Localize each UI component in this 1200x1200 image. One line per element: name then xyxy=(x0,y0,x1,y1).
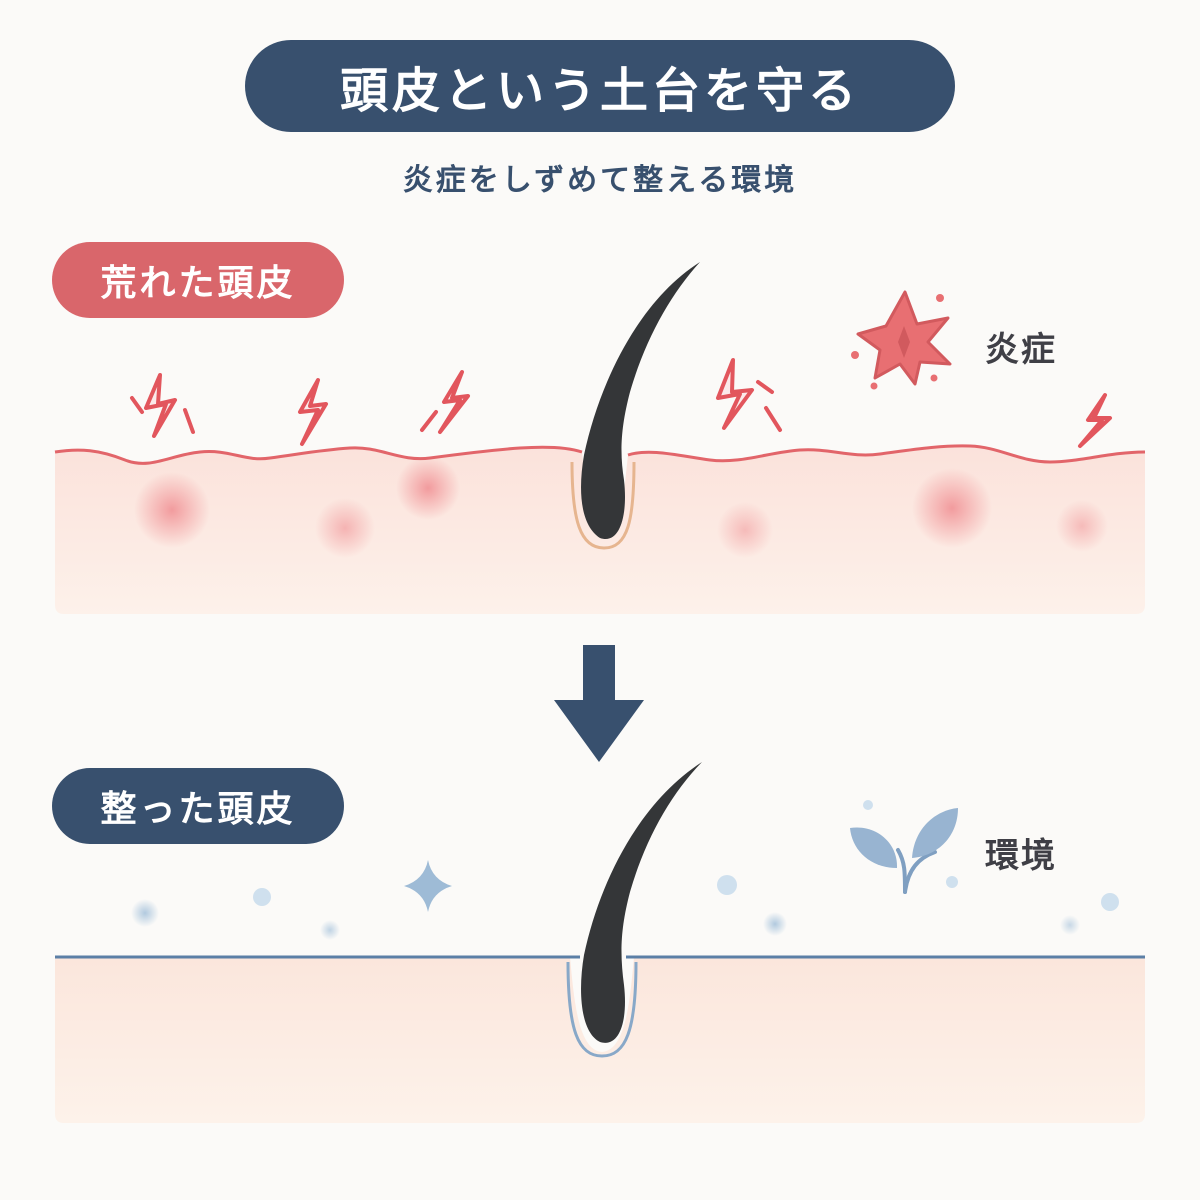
page-subtitle: 炎症をしずめて整える環境 xyxy=(402,163,798,198)
bolt-icon xyxy=(1078,393,1112,448)
inflammation-burst-icon xyxy=(851,290,952,390)
inflammation-label: 炎症 xyxy=(985,330,1057,370)
environment-label: 環境 xyxy=(985,836,1057,876)
irritation-bolt-icons xyxy=(130,358,1112,448)
healthy-scalp-label: 整った頭皮 xyxy=(52,768,344,844)
healthy-skin-layer xyxy=(55,957,1145,1123)
healthy-scalp-panel xyxy=(55,762,1145,1123)
calm-particles xyxy=(131,800,1119,940)
healthy-hair-follicle xyxy=(566,961,638,1058)
rough-scalp-label: 荒れた頭皮 xyxy=(52,242,344,318)
leaf-sprout-icon xyxy=(850,808,958,894)
rough-skin-layer xyxy=(55,445,1145,614)
bolt-icon xyxy=(438,370,470,434)
rough-scalp-panel xyxy=(54,262,1146,614)
rough-hair-follicle xyxy=(570,461,636,550)
bolt-icon xyxy=(716,358,754,430)
sparkle-icon xyxy=(404,860,452,912)
bolt-icon xyxy=(144,373,177,438)
page-title: 頭皮という土台を守る xyxy=(245,40,955,132)
inflamed-spots xyxy=(134,456,1108,558)
bolt-icon xyxy=(298,378,328,446)
rough-skin-surface-line xyxy=(54,444,1146,465)
arrow-down-icon xyxy=(554,645,644,762)
healthy-hair-strand xyxy=(581,762,702,1043)
rough-hair-strand xyxy=(581,262,700,540)
